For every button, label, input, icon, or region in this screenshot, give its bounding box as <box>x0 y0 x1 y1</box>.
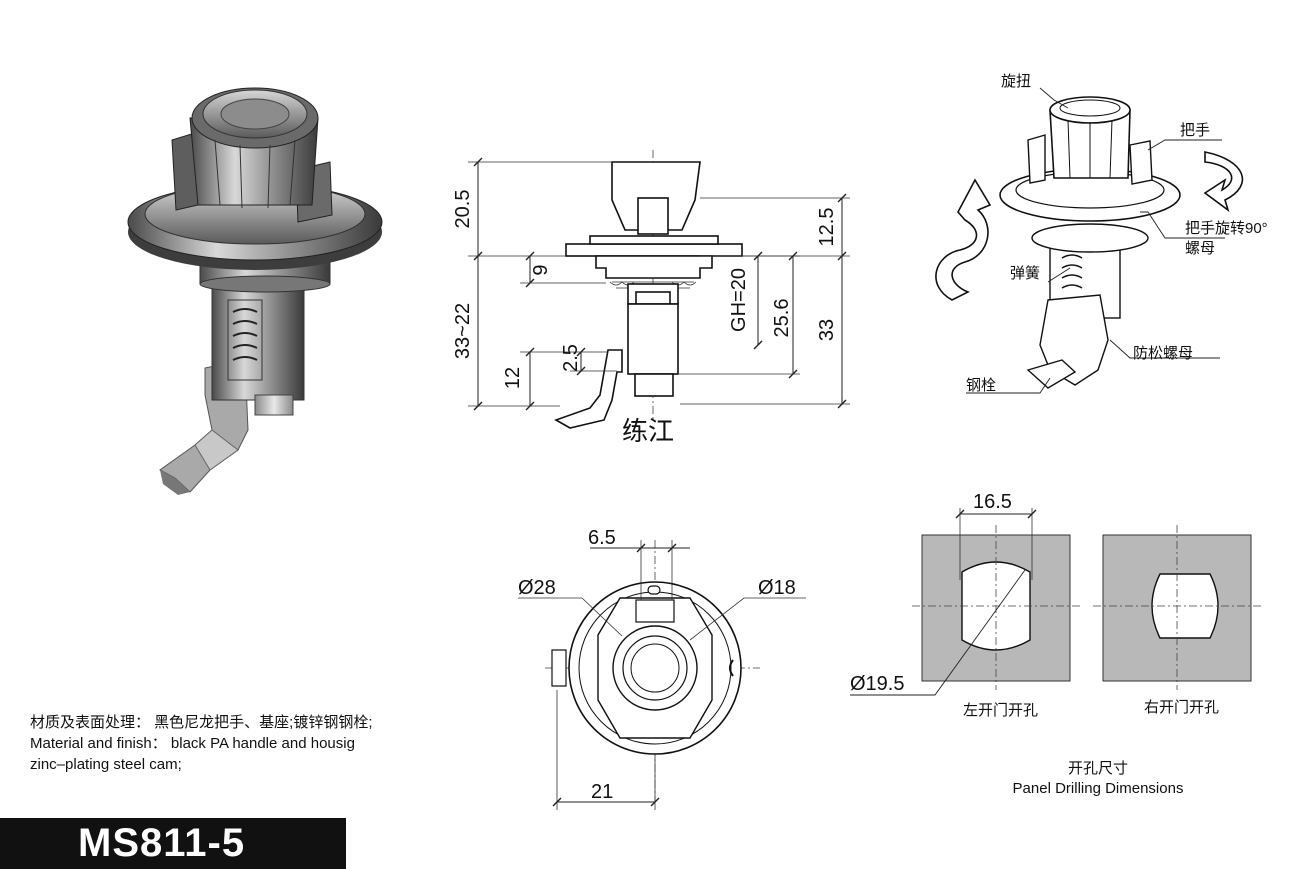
dim-12: 12 <box>502 367 524 389</box>
dim-6-5: 6.5 <box>588 527 616 549</box>
label-rotate: 把手旋转90° <box>1185 220 1268 237</box>
top-view: 6.5 Ø28 Ø18 21 <box>518 527 806 810</box>
dim-16-5: 16.5 <box>973 491 1012 513</box>
label-nut: 螺母 <box>1185 240 1215 257</box>
label-knob: 旋扭 <box>1001 73 1031 90</box>
panel-title-en: Panel Drilling Dimensions <box>1013 780 1184 797</box>
watermark: 练江 <box>622 417 674 447</box>
dim-21: 21 <box>591 781 613 803</box>
model-banner: MS811-5 <box>0 818 346 869</box>
dim-25-6: 25.6 <box>771 299 793 338</box>
panel-title-zh: 开孔尺寸 <box>1068 760 1128 777</box>
material-zh: 材质及表面处理： 黑色尼龙把手、基座;镀锌钢钢栓; <box>30 714 373 731</box>
material-spec: 材质及表面处理： 黑色尼龙把手、基座;镀锌钢钢栓; Material and f… <box>30 712 450 775</box>
material-en-line2: zinc–plating steel cam; <box>30 756 182 773</box>
panel-drilling: 16.5 Ø19.5 左开门开孔 右开门开孔 开孔尺寸 Panel Drilli… <box>850 491 1262 797</box>
product-render <box>127 87 383 495</box>
dim-12-5: 12.5 <box>816 208 838 247</box>
dim-dia-18: Ø18 <box>758 577 796 599</box>
material-en-line1: Material and finish： black PA handle and… <box>30 735 355 752</box>
dim-33-22: 33~22 <box>452 303 474 359</box>
dim-gh-20: GH=20 <box>728 268 750 332</box>
dim-2-5: 2.5 <box>560 344 582 372</box>
dim-33: 33 <box>816 319 838 341</box>
dim-20-5: 20.5 <box>452 190 474 229</box>
label-spring: 弹簧 <box>1010 265 1040 282</box>
right-caption: 右开门开孔 <box>1144 699 1219 716</box>
label-bolt: 钢栓 <box>966 377 996 394</box>
dim-dia-19-5: Ø19.5 <box>850 673 904 695</box>
label-handle: 把手 <box>1180 122 1210 139</box>
model-number: MS811-5 <box>78 821 246 865</box>
dim-9: 9 <box>530 264 552 275</box>
left-caption: 左开门开孔 <box>963 702 1038 719</box>
exploded-view: 旋扭 把手 把手旋转90° 螺母 弹簧 防松螺母 钢栓 <box>935 73 1268 394</box>
dim-dia-28: Ø28 <box>518 577 556 599</box>
side-view: 20.5 33~22 9 2.5 12 GH=20 25.6 12.5 33 练… <box>452 150 850 447</box>
label-lock-nut: 防松螺母 <box>1133 345 1193 362</box>
